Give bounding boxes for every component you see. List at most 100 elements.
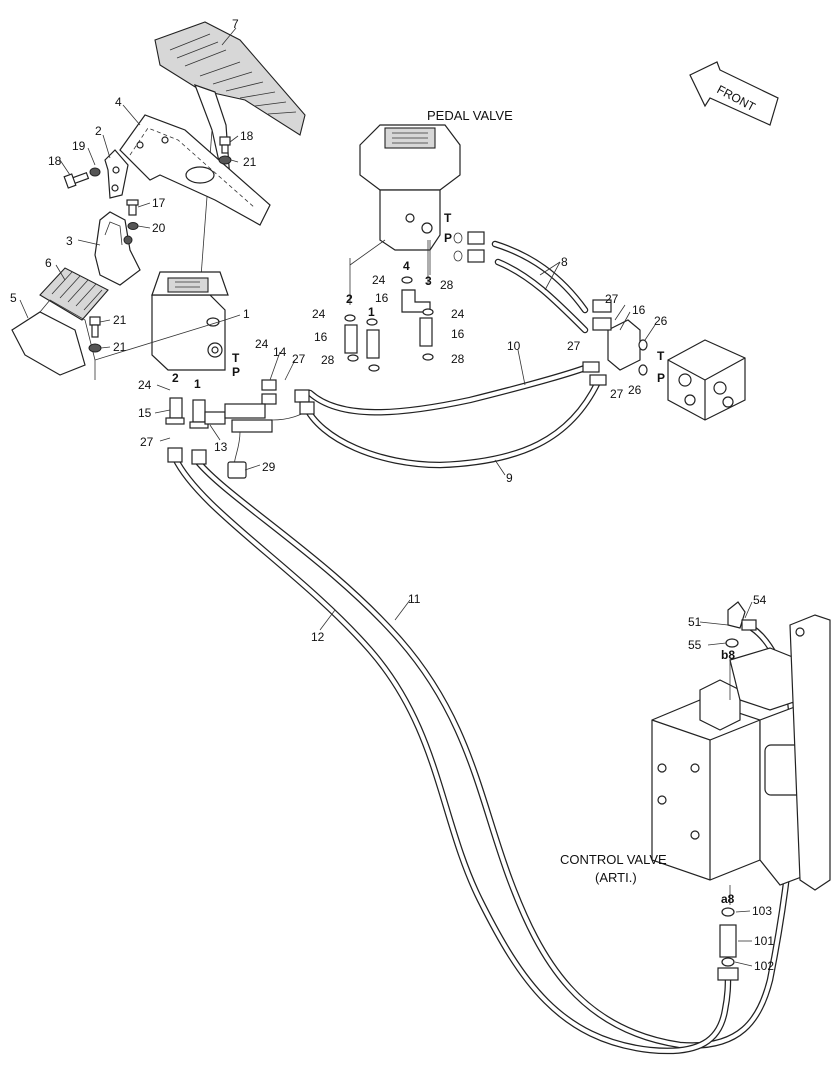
connector-29 <box>227 431 247 479</box>
callout-20: 18 <box>240 129 254 143</box>
callout-10: 10 <box>507 339 521 353</box>
washer-24-upper <box>218 155 232 165</box>
hose-12 <box>171 454 732 1055</box>
upper-fittings-16 <box>344 289 433 359</box>
callout-8: 8 <box>561 255 568 269</box>
port-b8: b8 <box>721 648 735 662</box>
callout-22: 20 <box>152 221 166 235</box>
callout-101: 101 <box>754 934 774 948</box>
callout-1: 1 <box>243 307 250 321</box>
callout-9: 9 <box>506 471 513 485</box>
callout-25-left: 24 <box>255 337 269 351</box>
callout-6: 6 <box>45 256 52 270</box>
washer-22 <box>127 222 139 230</box>
upper-o-rings <box>344 276 434 372</box>
leader-lines <box>19 27 753 967</box>
callout-28-upper: 28 <box>440 278 454 292</box>
port-1-upper: 1 <box>368 305 375 319</box>
screw-20 <box>219 136 231 154</box>
callout-11: 11 <box>408 592 421 606</box>
pedal-valve-body <box>359 124 461 251</box>
callout-25-upper-c: 24 <box>451 307 465 321</box>
pressure-switch <box>224 403 311 433</box>
fitting-51-54-55 <box>725 601 757 648</box>
clip-2 <box>104 149 129 199</box>
callout-18: 17 <box>152 196 166 210</box>
pedal-6 <box>39 267 109 321</box>
bolt-19 <box>63 171 90 189</box>
port-2-left: 2 <box>172 371 179 385</box>
port-t-right: T <box>657 349 665 363</box>
callout-25-low: 24 <box>138 378 152 392</box>
callout-54: 54 <box>753 593 767 607</box>
control-valve-title: CONTROL VALVE <box>560 852 667 867</box>
pedal-valve-fittings <box>453 231 485 263</box>
control-valve-subtitle: (ARTI.) <box>595 870 637 885</box>
screw-21 <box>89 316 101 338</box>
hose-10 <box>306 364 589 416</box>
callout-27-top: 27 <box>605 292 619 306</box>
callout-17: 16 <box>632 303 646 317</box>
callout-25-upper-b: 24 <box>312 307 326 321</box>
callout-102: 102 <box>754 959 774 973</box>
port-p-right: P <box>657 371 665 385</box>
callout-15: 15 <box>138 406 152 420</box>
callout-7: 7 <box>232 17 239 31</box>
callout-16-left: 16 <box>314 330 328 344</box>
callout-16-right: 16 <box>451 327 465 341</box>
washer-23 <box>89 167 101 177</box>
fitting-15 <box>165 397 185 425</box>
hose-ends-11-12 <box>167 447 207 465</box>
callout-19: 18 <box>48 154 62 168</box>
callout-16-upper: 16 <box>375 291 389 305</box>
callout-12: 12 <box>311 630 325 644</box>
port-p-left: P <box>232 365 240 379</box>
callout-28-left: 28 <box>321 353 335 367</box>
fitting-101-102-103 <box>717 907 739 981</box>
hose-8 <box>491 240 589 334</box>
port-1-left: 1 <box>194 377 201 391</box>
callout-3: 3 <box>66 234 73 248</box>
port-t-upper: T <box>444 211 452 225</box>
bracket-3 <box>94 211 141 286</box>
manifold-block <box>667 339 746 421</box>
callout-28-right: 28 <box>451 352 465 366</box>
callout-29: 29 <box>262 460 276 474</box>
callout-25-upper-a: 24 <box>372 273 386 287</box>
callout-26-top: 26 <box>654 314 668 328</box>
callout-27-mid: 27 <box>567 339 581 353</box>
hose-end-fittings <box>294 361 607 415</box>
screw-18 <box>126 199 139 216</box>
callout-27-left: 27 <box>292 352 306 366</box>
port-t-left: T <box>232 351 240 365</box>
tee-fitting-17 <box>592 299 648 376</box>
callout-14: 14 <box>273 345 287 359</box>
callout-4: 4 <box>115 95 122 109</box>
fitting-13 <box>189 399 226 429</box>
callout-27-right: 27 <box>610 387 624 401</box>
callout-21: 21 <box>113 313 127 327</box>
port-a8: a8 <box>721 892 735 906</box>
callout-26-low: 26 <box>628 383 642 397</box>
washer-24-lower <box>88 343 102 353</box>
callout-23: 19 <box>72 139 86 153</box>
port-p-upper: P <box>444 231 452 245</box>
port-2-upper: 2 <box>346 292 353 306</box>
port-4-upper: 4 <box>403 259 410 273</box>
bracket-4 <box>119 114 271 226</box>
callout-24-lower: 21 <box>113 340 127 354</box>
callout-55: 55 <box>688 638 702 652</box>
front-arrow: FRONT <box>689 61 779 126</box>
callout-24-upper: 21 <box>243 155 257 169</box>
port-3-upper: 3 <box>425 274 432 288</box>
callout-27-low: 27 <box>140 435 154 449</box>
pedal-5 <box>11 299 96 376</box>
callout-5: 5 <box>10 291 17 305</box>
hose-9 <box>301 378 602 469</box>
callout-103: 103 <box>752 904 772 918</box>
callout-13: 13 <box>214 440 228 454</box>
callout-51: 51 <box>688 615 702 629</box>
control-valve <box>651 614 831 891</box>
pedal-valve-title: PEDAL VALVE <box>427 108 513 123</box>
